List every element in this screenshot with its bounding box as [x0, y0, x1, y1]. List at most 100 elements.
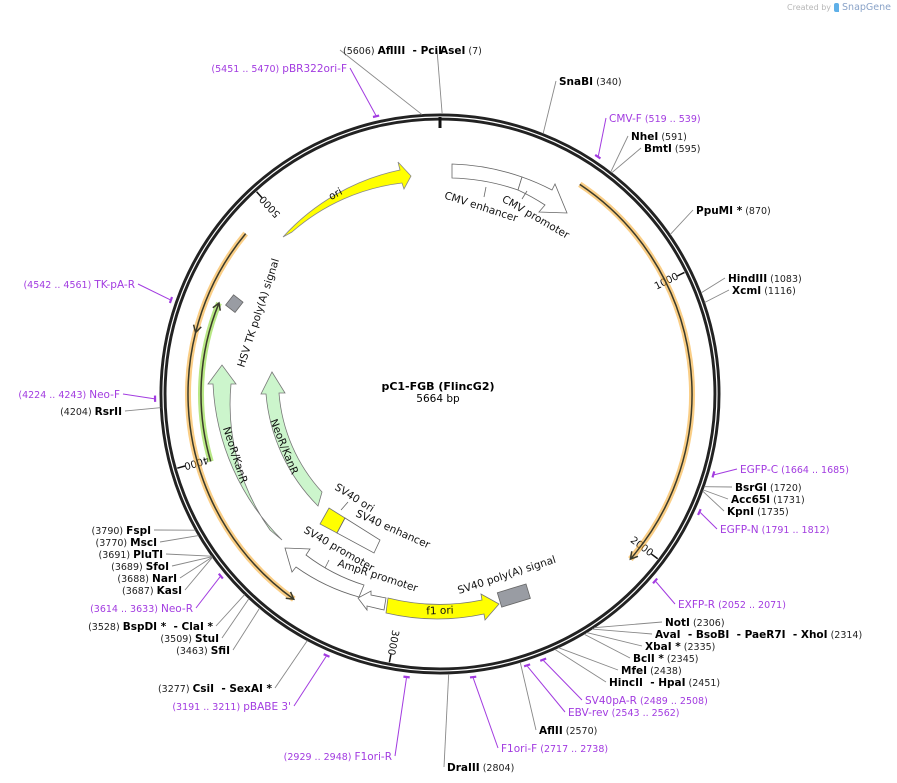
enzyme-label: BclI * (2345): [633, 653, 699, 665]
enzyme-site[interactable]: BmtI (595): [611, 143, 701, 174]
enzyme-label: (3688) NarI: [117, 573, 177, 585]
enzyme-label: NotI (2306): [665, 617, 725, 629]
orf-arc[interactable]: [579, 183, 693, 560]
enzyme-site[interactable]: (3687) KasI: [122, 556, 213, 597]
enzyme-leader-line: [542, 80, 557, 134]
enzyme-site[interactable]: DraIII (2804): [443, 673, 514, 774]
primer-site[interactable]: (2929 .. 2948) F1ori-R: [284, 675, 410, 763]
primer-bar: [711, 471, 716, 478]
enzyme-site[interactable]: (3509) StuI: [160, 598, 250, 645]
feature-label-f1-ori: f1 ori: [426, 605, 454, 618]
feature-hsv-tk-polya[interactable]: [225, 294, 244, 313]
enzyme-sites: AseI (7)(5606) AflIII - PciI SnaBI (340) N…: [60, 45, 862, 774]
primer-site[interactable]: SV40pA-R (2489 .. 2508): [539, 657, 708, 707]
primer-site[interactable]: (5451 .. 5470) pBR322ori-F: [211, 63, 380, 119]
enzyme-site[interactable]: BclI * (2345): [583, 633, 699, 665]
tick-mark: [650, 553, 659, 560]
primer-site[interactable]: EBV-rev (2543 .. 2562): [523, 663, 680, 719]
enzyme-leader-line: [669, 209, 694, 235]
snapgene-credit: Created by SnapGene: [787, 2, 891, 13]
enzyme-label: KpnI (1735): [727, 506, 789, 518]
enzyme-label: BsrGI (1720): [735, 482, 802, 494]
primer-site[interactable]: CMV-F (519 .. 539): [594, 113, 701, 160]
orf-arc[interactable]: [187, 332, 295, 600]
enzyme-leader-line: [215, 594, 245, 627]
feature-f1-ori[interactable]: [385, 593, 500, 621]
enzyme-site[interactable]: NheI (591): [610, 131, 687, 173]
primer-site[interactable]: (3614 .. 3633) Neo-R: [90, 572, 224, 615]
enzyme-leader-line: [610, 135, 629, 173]
primer-site[interactable]: (4542 .. 4561) TK-pA-R: [23, 279, 174, 304]
primer-site[interactable]: (4224 .. 4243) Neo-F: [18, 389, 157, 402]
feature-cmv-enhancer[interactable]: [451, 163, 523, 191]
primer-site[interactable]: EGFP-C (1664 .. 1685): [711, 464, 849, 478]
primer-bar: [594, 154, 602, 160]
enzyme-label: AvaI - BsoBI - PaeR7I - XhoI (2314): [655, 629, 862, 641]
primer-site[interactable]: EGFP-N (1791 .. 1812): [697, 508, 829, 536]
enzyme-site[interactable]: (5606) AflIII - PciI: [339, 45, 442, 115]
plasmid-length: 5664 bp: [416, 393, 460, 405]
enzyme-site[interactable]: AvaI - BsoBI - PaeR7I - XhoI (2314): [592, 628, 862, 641]
enzyme-site[interactable]: (3528) BspDI * - ClaI *: [88, 594, 245, 633]
enzyme-label: NheI (591): [631, 131, 687, 143]
enzyme-site[interactable]: (3770) MscI: [96, 535, 199, 549]
enzyme-site[interactable]: (3790) FspI: [92, 525, 196, 537]
enzyme-site[interactable]: PpuMI * (870): [669, 205, 771, 235]
enzyme-label: (3691) PluTI: [99, 549, 163, 561]
enzyme-leader-line: [558, 647, 619, 671]
feature-neor-kanr-outer[interactable]: [207, 364, 283, 541]
enzyme-site[interactable]: Acc65I (1731): [702, 489, 805, 506]
plasmid-name: pC1-FGB (FlincG2): [381, 380, 494, 393]
enzyme-site[interactable]: MfeI (2438): [558, 647, 682, 677]
feature-sv40-polya[interactable]: [496, 583, 531, 608]
primer-site[interactable]: F1ori-F (2717 .. 2738): [469, 675, 608, 755]
orf-arc[interactable]: [194, 233, 247, 333]
enzyme-label: (3790) FspI: [92, 525, 151, 537]
enzyme-site[interactable]: (4204) RsrII: [60, 406, 161, 418]
primer-label: CMV-F (519 .. 539): [609, 113, 701, 125]
tick-mark: [388, 654, 392, 663]
primer-site[interactable]: (3191 .. 3211) pBABE 3': [172, 653, 330, 713]
primer-leader-line: [195, 576, 221, 609]
feature-cmv-promoter[interactable]: [517, 176, 568, 214]
feature-label-hsv-tk-polya: HSV TK poly(A) signal: [235, 257, 282, 369]
enzyme-site[interactable]: (3689) SfoI: [111, 556, 213, 573]
enzyme-site[interactable]: HindIII (1083): [700, 273, 802, 294]
feature-ampr-promoter[interactable]: [357, 590, 387, 612]
enzyme-site[interactable]: (3277) CsiI - SexAI *: [158, 640, 308, 695]
enzyme-leader-line: [159, 535, 199, 543]
primer-leader-line: [293, 656, 327, 707]
enzyme-leader-line: [179, 556, 213, 579]
primer-label: (5451 .. 5470) pBR322ori-F: [211, 63, 347, 75]
primer-leader-line: [699, 512, 718, 530]
orf-arrowhead-icon: [285, 591, 295, 601]
enzyme-site[interactable]: KpnI (1735): [702, 490, 789, 518]
primer-sites: (5451 .. 5470) pBR322ori-F CMV-F (519 .. …: [18, 63, 849, 763]
enzyme-label: HincII - HpaI (2451): [609, 677, 720, 689]
orf-arcs: [185, 181, 695, 602]
feature-ori[interactable]: [282, 161, 412, 238]
enzyme-site[interactable]: SnaBI (340): [542, 76, 622, 134]
enzyme-site[interactable]: XcmI (1116): [704, 285, 796, 303]
enzyme-leader-line: [436, 49, 443, 115]
primer-bar: [323, 653, 330, 658]
orf-arc[interactable]: [200, 302, 220, 462]
primer-leader-line: [472, 677, 499, 749]
credit-brand: SnapGene: [842, 2, 891, 13]
enzyme-site[interactable]: NotI (2306): [594, 617, 725, 629]
primer-site[interactable]: EXFP-R (2052 .. 2071): [652, 577, 786, 611]
primer-bar: [168, 296, 174, 304]
feature-sv40-promoter[interactable]: [284, 547, 365, 598]
enzyme-leader-line: [274, 640, 308, 689]
feature-sv40-enhancer[interactable]: [336, 517, 381, 554]
enzyme-site[interactable]: XbaI * (2335): [586, 632, 716, 653]
enzyme-site[interactable]: BsrGI (1720): [704, 482, 802, 494]
enzyme-site[interactable]: AflII (2570): [519, 662, 597, 737]
enzyme-site[interactable]: (3688) NarI: [117, 556, 213, 585]
enzyme-site[interactable]: (3691) PluTI: [99, 549, 212, 561]
enzyme-site[interactable]: AseI (7): [436, 45, 482, 115]
tick-mark: [676, 271, 685, 277]
feature-neor-kanr-inner[interactable]: [260, 371, 323, 507]
enzyme-site[interactable]: HincII - HpaI (2451): [554, 648, 720, 689]
enzyme-site[interactable]: (3463) SfiI: [176, 607, 261, 657]
